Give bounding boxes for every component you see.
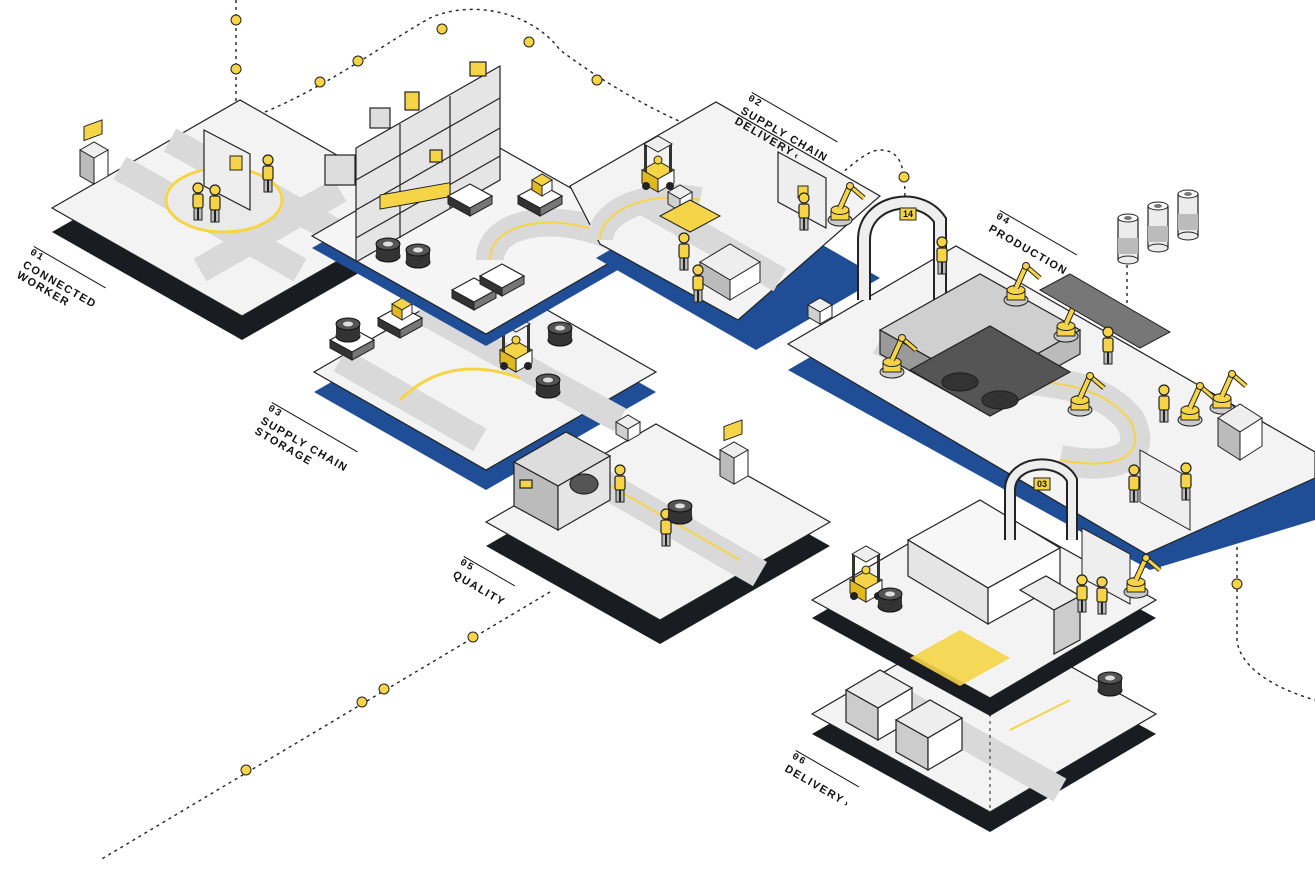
tire-stack-icon xyxy=(335,317,361,343)
station-production[interactable]: 14 xyxy=(786,189,1315,570)
car-body-assembly-icon xyxy=(878,273,1082,417)
station-connected-worker[interactable] xyxy=(50,99,432,340)
worker-icon xyxy=(1096,576,1108,615)
worker-icon xyxy=(1102,326,1114,365)
tire-stack-icon xyxy=(667,499,693,525)
worker-icon xyxy=(692,264,704,303)
worker-icon xyxy=(1180,462,1192,501)
touchscreen-kiosk-icon xyxy=(719,419,749,485)
control-cabinet-icon xyxy=(1217,403,1263,461)
station-quality[interactable] xyxy=(484,414,832,644)
storage-rack-icon xyxy=(324,61,501,264)
station-warehouse-racks[interactable] xyxy=(310,61,658,346)
forklift-icon xyxy=(641,135,675,193)
gate-badge: 03 xyxy=(1037,479,1047,489)
worker-icon xyxy=(262,154,274,193)
interactive-display-icon xyxy=(1139,449,1191,531)
sensor-cylinder-icon xyxy=(1117,189,1199,265)
delivery-van-icon xyxy=(844,669,964,772)
worker-icon xyxy=(678,232,690,271)
gate-badge: 14 xyxy=(903,209,913,219)
worker-icon xyxy=(192,182,204,221)
touchscreen-kiosk-icon xyxy=(79,119,109,185)
truck-icon xyxy=(906,499,1082,656)
worker-icon xyxy=(936,236,948,275)
interactive-display-icon xyxy=(1081,527,1131,605)
worker-icon xyxy=(1158,384,1170,423)
forklift-icon xyxy=(849,545,883,603)
worker-icon xyxy=(798,192,810,231)
worker-icon xyxy=(1128,464,1140,503)
station-delivery[interactable]: 03 xyxy=(810,458,1160,832)
rfid-gate-icon: 14 xyxy=(857,195,947,300)
cnc-machine-icon xyxy=(699,243,761,301)
worker-icon xyxy=(209,184,221,223)
rfid-gate-icon: 03 xyxy=(1004,458,1078,540)
worker-icon xyxy=(1076,574,1088,613)
worker-icon xyxy=(614,464,626,503)
cnc-machine-icon xyxy=(512,431,612,532)
